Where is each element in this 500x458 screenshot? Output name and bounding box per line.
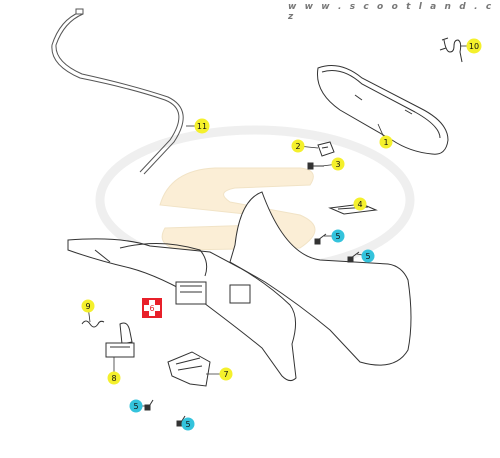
callout-number-c9: 9 xyxy=(85,302,90,311)
callout-10: 10 xyxy=(466,38,482,54)
callout-5: 5 xyxy=(361,249,375,263)
callout-badge-c11 xyxy=(194,118,210,134)
callout-5: 5 xyxy=(181,417,195,431)
screws-5 xyxy=(144,233,360,427)
callout-badge-c5b xyxy=(361,249,375,263)
part-8-latch xyxy=(105,322,135,358)
callout-number-c3: 3 xyxy=(335,160,340,169)
callout-1: 1 xyxy=(379,135,393,149)
callout-badge-c8 xyxy=(107,371,121,385)
callout-4: 4 xyxy=(353,197,367,211)
callout-badge-c3 xyxy=(331,157,345,171)
callout-badge-c5a xyxy=(331,229,345,243)
site-watermark: w w w . s c o o t l a n d . c z xyxy=(288,2,494,22)
callout-2: 2 xyxy=(291,139,305,153)
callout-number-c8: 8 xyxy=(111,374,116,383)
part-7-bracket xyxy=(167,351,211,387)
red-cross-icon xyxy=(144,300,160,316)
callout-8: 8 xyxy=(107,371,121,385)
callout-number-c1: 1 xyxy=(383,138,388,147)
callout-7: 7 xyxy=(219,367,233,381)
callout-badge-c7 xyxy=(219,367,233,381)
callout-number-c4: 4 xyxy=(357,200,362,209)
callout-number-c6: 6 xyxy=(149,304,154,313)
callout-5: 5 xyxy=(129,399,143,413)
callout-badge-c5c xyxy=(129,399,143,413)
part-10-spring xyxy=(439,37,463,63)
callout-11: 11 xyxy=(194,118,210,134)
part-11-cable xyxy=(51,8,184,175)
part-9-spring xyxy=(81,320,105,328)
callout-number-c7: 7 xyxy=(223,370,228,379)
callout-badge-c1 xyxy=(379,135,393,149)
part-2-clip xyxy=(317,141,335,157)
callout-5: 5 xyxy=(331,229,345,243)
callout-number-c2: 2 xyxy=(295,142,300,151)
callout-9: 9 xyxy=(81,299,95,313)
part-1-handle xyxy=(316,65,449,155)
callout-badge-c10 xyxy=(466,38,482,54)
part-3-screw xyxy=(307,162,324,170)
main-cover-body xyxy=(67,191,412,382)
callout-number-c10: 10 xyxy=(469,42,479,51)
callout-number-c5b: 5 xyxy=(365,252,370,261)
callout-number-c11: 11 xyxy=(197,122,207,131)
callout-number-c5d: 5 xyxy=(185,420,190,429)
callout-3: 3 xyxy=(331,157,345,171)
callout-badge-c5d xyxy=(181,417,195,431)
callout-6: 6 xyxy=(142,298,162,318)
callout-number-c5c: 5 xyxy=(133,402,138,411)
callout-number-c5a: 5 xyxy=(335,232,340,241)
part-4-bracket xyxy=(328,203,378,215)
callout-badge-c9 xyxy=(81,299,95,313)
callout-badge-c4 xyxy=(353,197,367,211)
callout-badge-c2 xyxy=(291,139,305,153)
callout-labels: 1 2 3 4 5 5 5 5 6 7 8 9 10 11 xyxy=(81,38,482,431)
